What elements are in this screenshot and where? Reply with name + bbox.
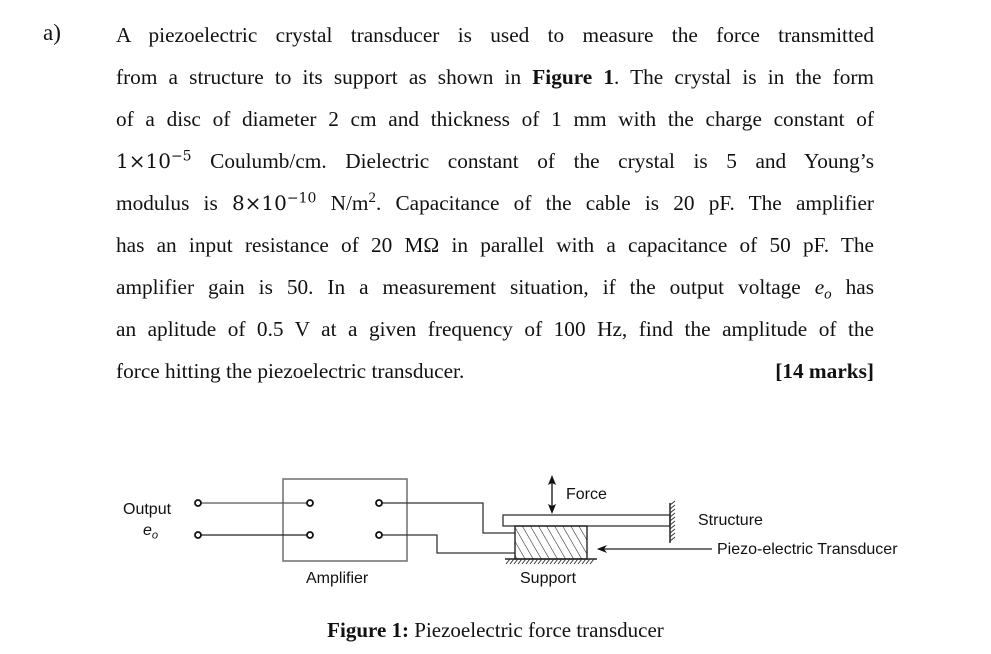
- question-line-4: 1×10−5 Coulumb/cm. Dielectric constant o…: [116, 142, 874, 184]
- line-5-text: modulus is: [116, 191, 218, 215]
- output-symbol-sub: o: [151, 529, 159, 542]
- support-hatch: [505, 558, 595, 565]
- output-symbol-base: e: [143, 522, 152, 539]
- output-voltage-symbol: eo: [814, 275, 832, 303]
- line-7-tail: has: [845, 275, 874, 299]
- line-2-text: from a structure to its support as shown…: [116, 65, 522, 89]
- transducer-wire-top: [382, 502, 515, 534]
- output-terminal-bottom: [194, 531, 202, 539]
- amp-input-terminal-top: [306, 499, 314, 507]
- amplifier-label: Amplifier: [306, 570, 369, 587]
- amp-input-terminal-bottom: [306, 531, 314, 539]
- output-label: Output: [123, 501, 172, 518]
- youngs-unit: N/m: [330, 191, 369, 215]
- line-4-text: Coulumb/cm. Dielectric constant of the c…: [210, 149, 875, 173]
- force-arrow-icon: [548, 475, 556, 514]
- charge-constant-exponent: −5: [170, 148, 192, 165]
- question-label: a): [43, 20, 61, 45]
- eo-base: e: [814, 275, 825, 299]
- question-text: A piezoelectric crystal transducer is us…: [116, 16, 874, 394]
- wall-hatch: [669, 500, 676, 542]
- line-9-text: force hitting the piezoelectric transduc…: [116, 359, 465, 383]
- support-label: Support: [520, 570, 577, 587]
- figure-caption: Figure 1: Piezoelectric force transducer: [0, 618, 991, 643]
- charge-constant: 1×10−5: [116, 149, 192, 173]
- output-symbol: eo: [143, 522, 159, 542]
- youngs-mantissa: 8×10: [231, 191, 287, 215]
- line-5-tail: . Capacitance of the cable is 20 pF. The…: [375, 191, 874, 215]
- question-line-2: from a structure to its support as shown…: [116, 58, 874, 100]
- youngs-modulus: 8×10−10: [232, 191, 316, 215]
- charge-constant-mantissa: 1×10: [116, 149, 171, 173]
- structure-beam: [502, 514, 671, 527]
- piezo-crystal: [514, 525, 588, 560]
- marks: [14 marks]: [775, 359, 874, 383]
- question-line-5: modulus is 8×10−10 N/m2. Capacitance of …: [116, 184, 874, 226]
- line-2-tail: . The crystal is in the form: [614, 65, 874, 89]
- amp-output-terminal-bottom: [375, 531, 383, 539]
- transducer-wire-bottom: [382, 534, 515, 554]
- question-line-8: an aplitude of 0.5 V at a given frequenc…: [116, 317, 874, 341]
- question-line-9: force hitting the piezoelectric transduc…: [116, 352, 874, 394]
- caption-prefix: Figure 1:: [327, 618, 410, 642]
- youngs-unit-exp: 2: [368, 189, 376, 206]
- caption-text: Piezoelectric force transducer: [414, 618, 664, 642]
- amp-output-terminal-top: [375, 499, 383, 507]
- figure-reference: Figure 1: [532, 65, 615, 89]
- force-label: Force: [566, 486, 607, 503]
- transducer-label: Piezo-electric Transducer: [717, 541, 898, 558]
- question-line-3: of a disc of diameter 2 cm and thickness…: [116, 107, 874, 131]
- amplifier-box: [282, 478, 408, 562]
- eo-sub: o: [824, 286, 832, 303]
- line-7-text: amplifier gain is 50. In a measurement s…: [116, 275, 801, 299]
- question-line-6: has an input resistance of 20 MΩ in para…: [116, 233, 874, 257]
- question-line-1: A piezoelectric crystal transducer is us…: [116, 23, 874, 47]
- question-line-7: amplifier gain is 50. In a measurement s…: [116, 268, 874, 310]
- output-terminal-top: [194, 499, 202, 507]
- structure-label: Structure: [698, 512, 763, 529]
- youngs-exponent: −10: [286, 190, 317, 207]
